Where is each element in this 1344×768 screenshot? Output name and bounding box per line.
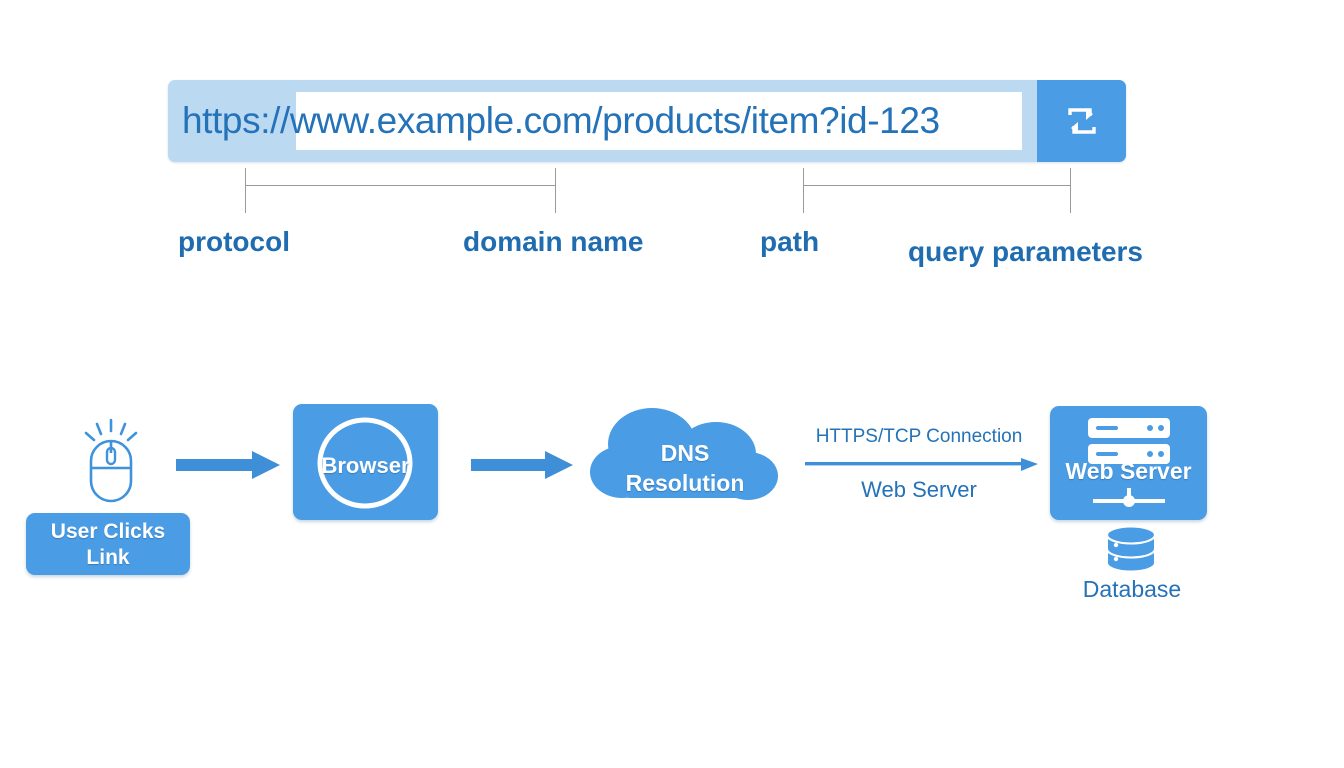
database-label: Database (1082, 576, 1182, 602)
web-server-label: Web Server (1065, 458, 1192, 484)
user-clicks-link-label-line2: Link (86, 546, 130, 569)
segment-label-domain-name: domain name (463, 226, 644, 257)
circle-icon (315, 417, 415, 509)
url-text[interactable]: https://www.example.com/products/item?id… (182, 100, 940, 141)
segment-label-query-parameters: query parameters (908, 236, 1144, 267)
bracket-tick-path (803, 168, 804, 213)
server-connector-icon (1089, 488, 1169, 512)
bracket-line-2 (803, 185, 1070, 186)
bracket-tick-query (1070, 168, 1071, 213)
user-clicks-link-box[interactable]: User Clicks Link (26, 513, 190, 575)
arrow-browser-to-dns (471, 449, 577, 481)
connection-label-below: Web Server (861, 477, 977, 502)
browser-label: Browser (321, 453, 410, 478)
cloud-icon (590, 404, 780, 510)
arrow-dns-to-server (805, 455, 1040, 475)
dns-label-line2: Resolution (625, 470, 745, 496)
dns-label-line1: DNS (660, 440, 710, 466)
url-text-wrapper: https://www.example.com/products/item?id… (182, 80, 940, 162)
refresh-button[interactable] (1037, 80, 1126, 162)
mouse-click-icon (80, 418, 142, 510)
user-clicks-link-label-line1: User Clicks (50, 520, 166, 543)
web-server-box[interactable]: Web Server (1050, 406, 1207, 520)
arrow-user-to-browser (176, 449, 284, 481)
segment-label-protocol: protocol (178, 226, 290, 257)
refresh-icon (1062, 101, 1102, 141)
database-cylinder-icon (1100, 525, 1162, 581)
bracket-tick-domain (555, 168, 556, 213)
connection-label-above: HTTPS/TCP Connection (815, 426, 1023, 447)
url-input-field-background (296, 92, 1022, 150)
bracket-tick-protocol (245, 168, 246, 213)
browser-box[interactable]: Browser (293, 404, 438, 520)
server-rack-icon (1088, 418, 1170, 466)
bracket-line-1 (245, 185, 556, 186)
segment-label-path: path (760, 226, 820, 257)
url-bar-panel[interactable]: https://www.example.com/products/item?id… (168, 80, 1126, 162)
